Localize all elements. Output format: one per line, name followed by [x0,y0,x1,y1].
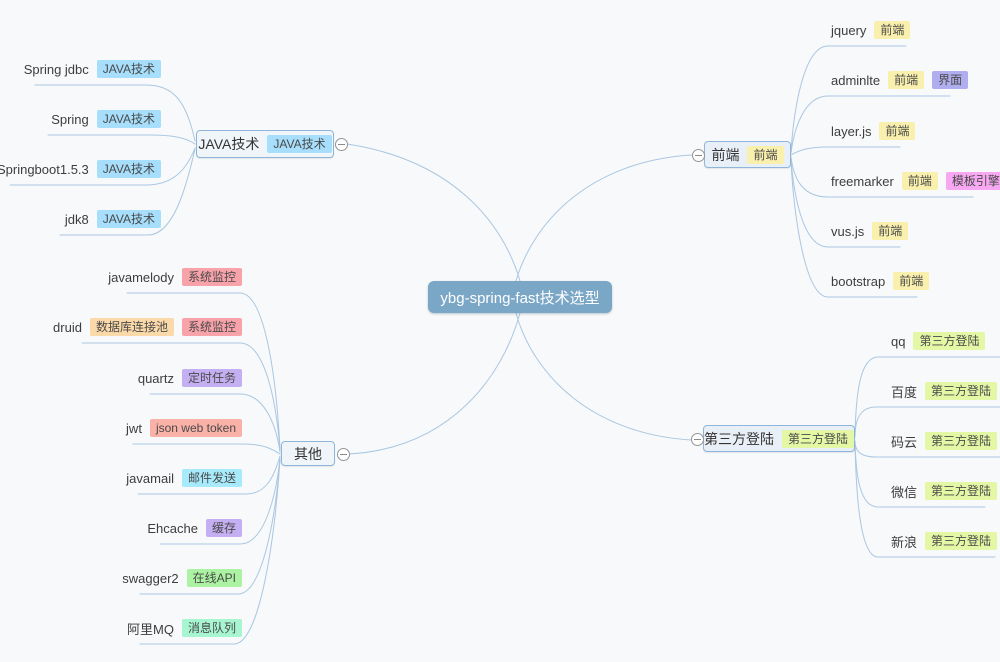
node-springboot[interactable]: Springboot1.5.3 JAVA技术 [0,158,161,180]
node-tag: 第三方登陆 [925,382,998,400]
node-swagger2[interactable]: swagger2 在线API [122,567,242,589]
node-tag: 缓存 [205,519,242,537]
branch-node-java[interactable]: JAVA技术 JAVA技术 [196,130,334,158]
collapse-toggle-icon[interactable] [692,149,705,162]
node-label: jdk8 [64,211,89,227]
node-label: 码云 [891,434,918,450]
collapse-toggle-icon[interactable] [691,433,704,446]
branch-label: 第三方登陆 [704,430,774,447]
node-spring[interactable]: Spring JAVA技术 [51,108,161,130]
node-vusjs[interactable]: vus.js 前端 [831,220,909,242]
node-tag: 前端 [872,222,909,240]
collapse-toggle-icon[interactable] [337,448,350,461]
node-label: Spring [51,111,89,127]
node-tag: 邮件发送 [181,469,242,487]
node-tag: JAVA技术 [267,135,332,153]
node-tag: 第三方登陆 [925,482,998,500]
node-label: layer.js [831,123,872,139]
node-tag: 系统监控 [181,268,242,286]
node-javamelody[interactable]: javamelody 系统监控 [108,266,242,288]
node-qq[interactable]: qq 第三方登陆 [891,330,986,352]
node-sina[interactable]: 新浪 第三方登陆 [891,530,998,552]
node-tag: 第三方登陆 [782,429,855,448]
branch-node-other[interactable]: 其他 [281,441,335,466]
node-wechat[interactable]: 微信 第三方登陆 [891,480,998,502]
node-baidu[interactable]: 百度 第三方登陆 [891,380,998,402]
node-tag: 在线API [186,569,242,587]
node-label: jquery [831,22,867,38]
node-quartz[interactable]: quartz 定时任务 [138,367,242,389]
node-spring-jdbc[interactable]: Spring jdbc JAVA技术 [24,58,161,80]
root-node[interactable]: ybg-spring-fast技术选型 [428,281,612,313]
branch-label: JAVA技术 [198,136,260,152]
node-jwt[interactable]: jwt json web token [126,417,242,439]
node-tag: 界面 [932,71,969,89]
node-label: 微信 [891,484,918,500]
node-tag: 第三方登陆 [925,532,998,550]
node-label: qq [891,333,906,349]
node-alimq[interactable]: 阿里MQ 消息队列 [127,617,242,639]
node-jquery[interactable]: jquery 前端 [831,19,911,41]
node-tag: JAVA技术 [96,110,161,128]
node-tag: 前端 [893,272,930,290]
node-label: swagger2 [122,570,179,586]
node-tag: JAVA技术 [96,60,161,78]
node-tag: 系统监控 [181,318,242,336]
node-tag: 第三方登陆 [925,432,998,450]
node-druid[interactable]: druid 数据库连接池 系统监控 [53,316,242,338]
collapse-toggle-icon[interactable] [335,138,348,151]
node-tag: 前端 [874,21,911,39]
node-label: Ehcache [147,520,198,536]
branch-node-thirdparty[interactable]: 第三方登陆 第三方登陆 [703,425,855,452]
node-label: jwt [126,420,142,436]
node-jdk8[interactable]: jdk8 JAVA技术 [65,208,161,230]
node-tag: 定时任务 [181,369,242,387]
node-label: quartz [137,370,174,386]
node-label: 百度 [891,384,918,400]
node-tag: 前端 [879,122,916,140]
node-label: 阿里MQ [127,621,174,637]
node-tag: 前端 [888,71,925,89]
node-ehcache[interactable]: Ehcache 缓存 [147,517,242,539]
connectors [9,45,1000,645]
node-tag: 模板引擎 [945,172,1000,190]
node-label: vus.js [831,223,865,239]
node-tag: JAVA技术 [96,210,161,228]
node-tag: 前端 [901,172,938,190]
node-freemarker[interactable]: freemarker 前端 模板引擎 [831,170,1000,192]
node-layerjs[interactable]: layer.js 前端 [831,120,916,142]
node-bootstrap[interactable]: bootstrap 前端 [831,270,930,292]
node-tag: JAVA技术 [96,160,161,178]
branch-label: 前端 [711,146,740,163]
node-label: adminlte [831,72,881,88]
node-label: druid [53,319,82,335]
node-tag: 前端 [747,145,784,164]
node-tag: 第三方登陆 [913,332,986,350]
branch-node-frontend[interactable]: 前端 前端 [704,141,791,168]
node-tag: json web token [149,419,242,437]
node-label: javamelody [108,269,174,285]
node-label: Spring jdbc [23,61,89,77]
node-label: bootstrap [831,273,886,289]
node-gitee[interactable]: 码云 第三方登陆 [891,430,998,452]
node-tag: 数据库连接池 [89,318,174,336]
node-label: 新浪 [891,534,918,550]
node-label: javamail [126,470,174,486]
node-label: freemarker [831,173,894,189]
node-label: Springboot1.5.3 [0,161,89,177]
node-javamail[interactable]: javamail 邮件发送 [126,467,242,489]
node-adminlte[interactable]: adminlte 前端 界面 [831,69,969,91]
root-node-label: ybg-spring-fast技术选型 [440,289,600,307]
node-tag: 消息队列 [181,619,242,637]
branch-label: 其他 [294,445,322,462]
